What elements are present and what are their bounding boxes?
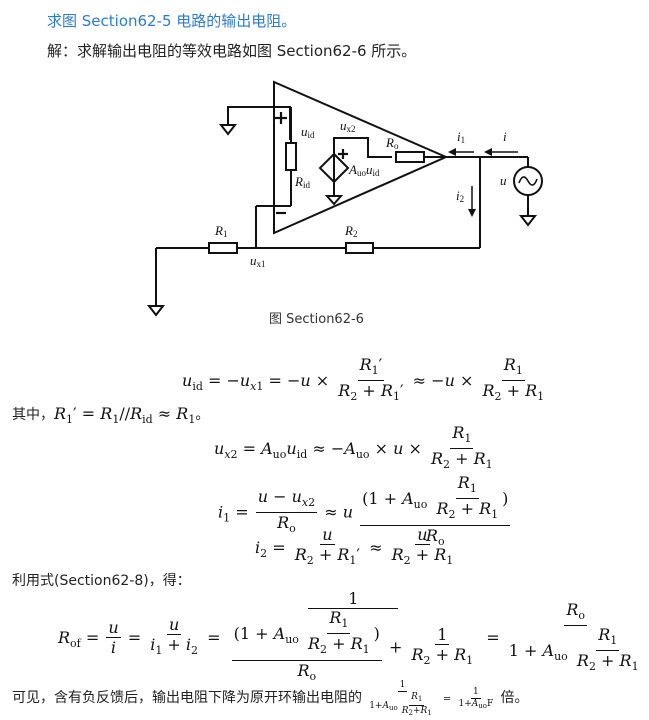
- r2-resistor: [345, 242, 374, 254]
- ground-icon: [324, 195, 344, 206]
- label-i1: i1: [457, 129, 465, 145]
- ground-icon: [218, 124, 238, 136]
- where-line: 其中，R1′ = R1//Rid ≈ R1。: [12, 404, 210, 426]
- label-i: i: [503, 129, 507, 144]
- label-r-o: Ro: [385, 135, 399, 151]
- label-i2: i2: [456, 188, 464, 204]
- circuit-diagram: uid ux2 Ro Rid Auouid R1 R2 ux1 i1 i i2 …: [146, 80, 543, 317]
- label-u-x2: ux2: [340, 118, 356, 134]
- label-u: u: [500, 173, 507, 188]
- ground-icon: [518, 215, 538, 227]
- using-line: 利用式(Section62-8)，得：: [12, 573, 191, 589]
- label-u-x1: ux1: [250, 253, 266, 269]
- label-a-uo-u-id: Auouid: [348, 162, 380, 178]
- where-label: 其中，: [12, 407, 54, 423]
- label-r-id: Rid: [294, 174, 310, 190]
- arrow-i1-icon: [448, 148, 456, 156]
- rid-resistor: [285, 142, 297, 171]
- label-u-id: uid: [301, 124, 315, 140]
- label-r2: R2: [344, 223, 357, 239]
- label-r1: R1: [214, 223, 227, 239]
- ground-icon: [146, 305, 166, 317]
- r1-resistor: [208, 242, 238, 254]
- conclusion-post: 倍。: [500, 690, 529, 706]
- conclusion-pre: 可见，含有负反馈后，输出电阻下降为原开环输出电阻的: [12, 690, 362, 706]
- question-title: 求图 Section62-5 电路的输出电阻。: [47, 12, 297, 30]
- arrow-i-icon: [484, 148, 492, 156]
- arrow-i2-icon: [468, 209, 476, 217]
- ro-resistor: [395, 151, 425, 163]
- figure-caption: 图 Section62-6: [269, 312, 364, 327]
- solution-intro: 解：求解输出电阻的等效电路如图 Section62-6 所示。: [47, 42, 417, 60]
- opamp-triangle: [273, 80, 449, 235]
